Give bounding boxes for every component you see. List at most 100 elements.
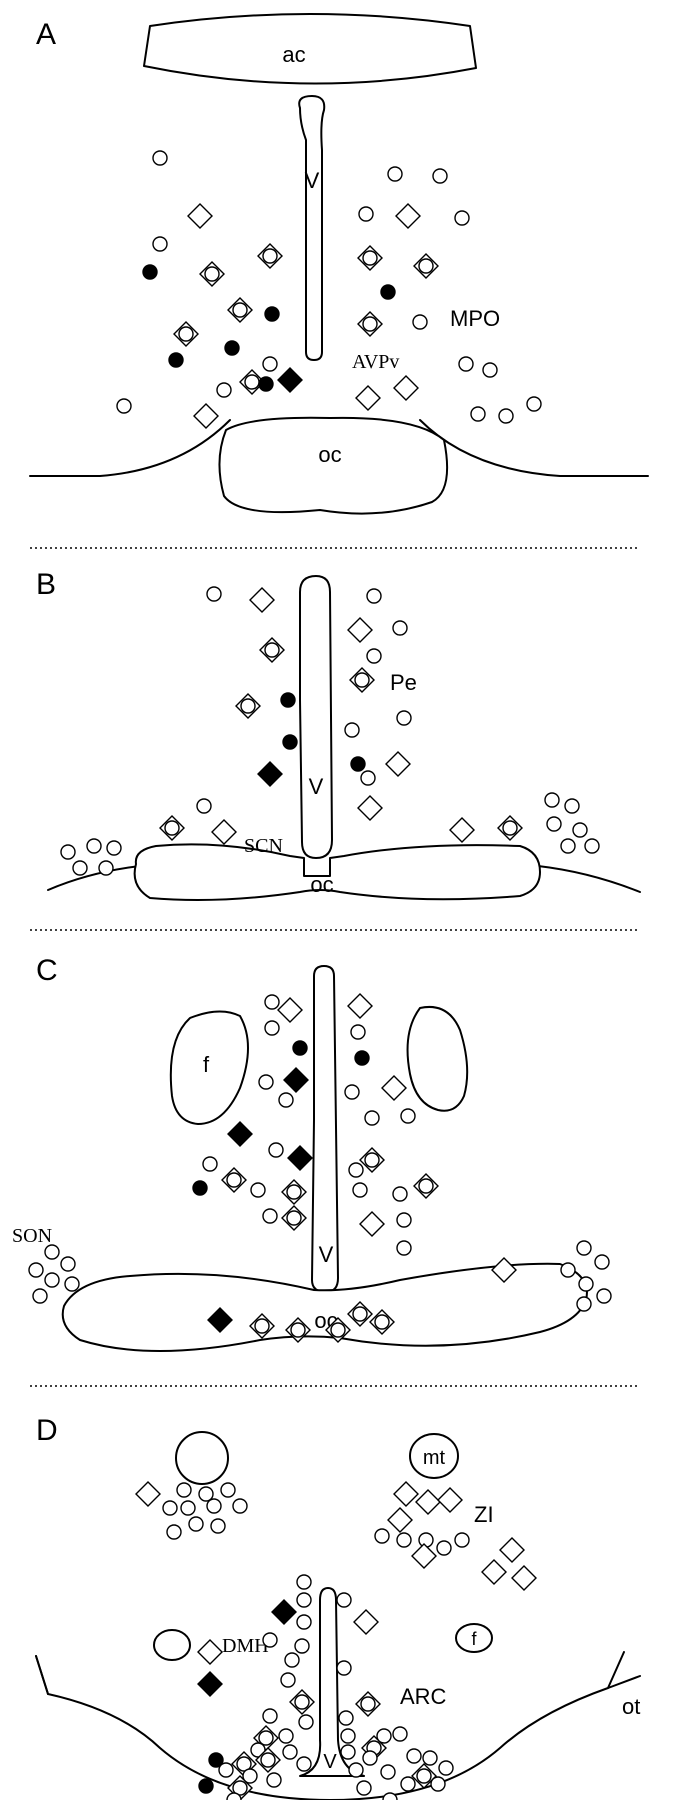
open-circle-marker <box>296 1614 312 1630</box>
filled-diamond-marker <box>257 761 283 787</box>
open-circle-marker <box>28 1262 44 1278</box>
filled-circle-marker <box>354 1050 370 1066</box>
open-circle-marker <box>152 150 168 166</box>
open-circle-marker <box>188 1516 204 1532</box>
open-circle-marker <box>262 356 278 372</box>
open-diamond-marker <box>415 1489 441 1515</box>
dmh-label: DMH <box>222 1635 269 1657</box>
fornix-d <box>455 1623 493 1653</box>
filled-diamond-marker <box>197 1671 223 1697</box>
open-circle-marker <box>348 1762 364 1778</box>
open-circle-marker <box>422 1750 438 1766</box>
oc-a <box>218 416 449 515</box>
open-circle-marker <box>106 840 122 856</box>
filled-diamond-marker <box>207 1307 233 1333</box>
open-circle-marker <box>266 1772 282 1788</box>
open-diamond-marker <box>357 795 383 821</box>
open-circle-marker <box>544 792 560 808</box>
open-circle-marker <box>206 586 222 602</box>
open-circle-marker <box>210 1518 226 1534</box>
open-diamond-marker <box>393 375 419 401</box>
diamond-with-circle-marker <box>411 1763 437 1789</box>
open-diamond-marker <box>387 1507 413 1533</box>
open-circle-marker <box>396 1212 412 1228</box>
open-diamond-marker <box>449 817 475 843</box>
open-circle-marker <box>284 1652 300 1668</box>
ot-label: ot <box>622 1694 640 1719</box>
open-circle-marker <box>180 1500 196 1516</box>
diamond-with-circle-marker <box>369 1309 395 1335</box>
open-circle-marker <box>268 1142 284 1158</box>
open-diamond-marker <box>193 403 219 429</box>
open-circle-marker <box>278 1092 294 1108</box>
ventricle-a-label: V <box>305 168 320 193</box>
open-circle-marker <box>576 1240 592 1256</box>
open-circle-marker <box>176 1482 192 1498</box>
ventricle-b <box>299 575 333 859</box>
open-diamond-marker <box>437 1487 463 1513</box>
fornix-left <box>169 1010 249 1125</box>
open-circle-marker <box>362 1750 378 1766</box>
open-circle-marker <box>546 816 562 832</box>
open-circle-marker <box>258 1074 274 1090</box>
open-circle-marker <box>418 1532 434 1548</box>
open-circle-marker <box>198 1486 214 1502</box>
panel-b-letter: B <box>36 568 56 601</box>
open-diamond-marker <box>347 617 373 643</box>
open-circle-marker <box>470 406 486 422</box>
oc-b-label: oc <box>310 872 333 897</box>
open-circle-marker <box>262 1632 278 1648</box>
diamond-with-circle-marker <box>249 1313 275 1339</box>
diamond-with-circle-marker <box>357 311 383 337</box>
open-circle-marker <box>576 1296 592 1312</box>
ventricle-b-label: V <box>309 774 324 799</box>
open-circle-marker <box>594 1254 610 1270</box>
open-circle-marker <box>366 648 382 664</box>
open-diamond-marker <box>277 997 303 1023</box>
open-circle-marker <box>296 1592 312 1608</box>
ventricle-c-label: V <box>319 1242 334 1267</box>
open-circle-marker <box>392 1726 408 1742</box>
open-circle-marker <box>498 408 514 424</box>
open-circle-marker <box>86 838 102 854</box>
filled-circle-marker <box>192 1180 208 1196</box>
filled-circle-marker <box>380 284 396 300</box>
diamond-with-circle-marker <box>255 1747 281 1773</box>
open-circle-marker <box>60 1256 76 1272</box>
filled-circle-marker <box>292 1040 308 1056</box>
open-circle-marker <box>400 1776 416 1792</box>
open-diamond-marker <box>187 203 213 229</box>
open-circle-marker <box>72 860 88 876</box>
open-circle-marker <box>358 206 374 222</box>
open-circle-marker <box>396 1532 412 1548</box>
open-circle-marker <box>296 1756 312 1772</box>
diamond-with-circle-marker <box>347 1301 373 1327</box>
open-circle-marker <box>264 1020 280 1036</box>
open-circle-marker <box>196 798 212 814</box>
small-oval-left <box>153 1629 191 1661</box>
ventral-surface-b <box>47 865 641 893</box>
avpv-label: AVPv <box>352 351 399 373</box>
ac-outline <box>143 13 477 85</box>
filled-circle-marker <box>282 734 298 750</box>
diamond-with-circle-marker <box>413 253 439 279</box>
panel-d: D mt ZI DMH f ARC ot V <box>35 1414 641 1800</box>
open-circle-marker <box>44 1272 60 1288</box>
diamond-with-circle-marker <box>359 1147 385 1173</box>
open-circle-marker <box>584 838 600 854</box>
open-circle-marker <box>387 166 403 182</box>
panel-b-markers <box>60 586 600 876</box>
open-circle-marker <box>400 1108 416 1124</box>
diamond-with-circle-marker <box>413 1173 439 1199</box>
diamond-with-circle-marker <box>349 667 375 693</box>
open-diamond-marker <box>211 819 237 845</box>
open-diamond-marker <box>511 1565 537 1591</box>
ventricle-a <box>298 95 326 361</box>
open-circle-marker <box>572 822 588 838</box>
panel-c: C f V oc SON <box>12 954 612 1352</box>
mt-left <box>175 1431 229 1485</box>
open-circle-marker <box>560 838 576 854</box>
open-diamond-marker <box>411 1543 437 1569</box>
open-circle-marker <box>250 1182 266 1198</box>
open-circle-marker <box>336 1592 352 1608</box>
